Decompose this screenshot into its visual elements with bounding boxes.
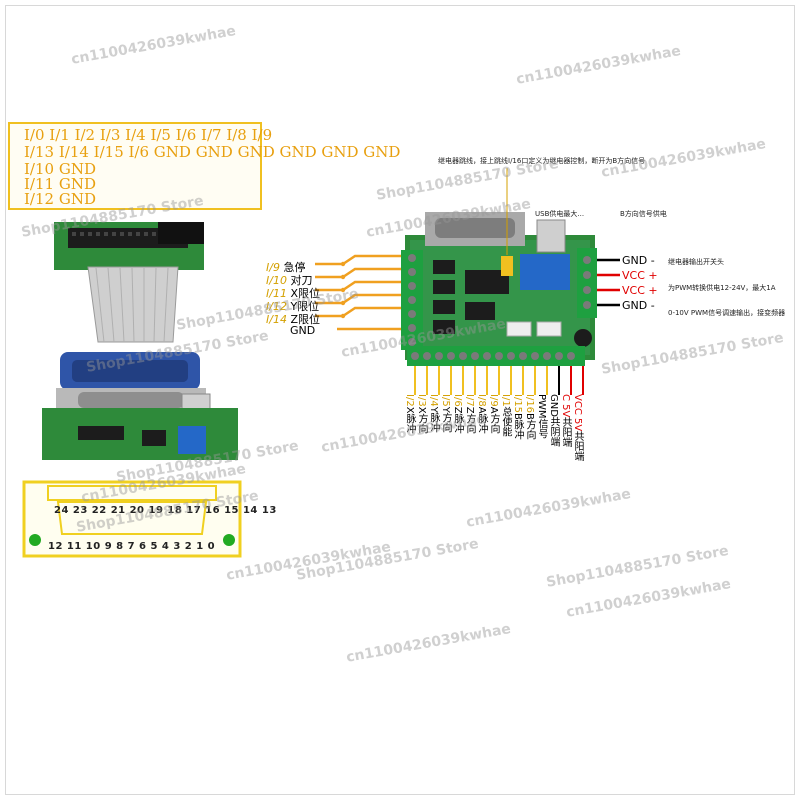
output-wires [414,366,548,395]
relay-jumper [501,256,513,276]
pin-map-line: I/10 GND [24,160,96,178]
mount-hole-right [223,534,235,546]
pin-map-line: I/13 I/14 I/15 I/6 GND GND GND GND GND G… [24,143,401,161]
relay-output-note: 继电器输出开关头 [668,258,724,266]
connector-bottom-numbers: 12 11 10 9 8 7 6 5 4 3 2 1 0 [48,541,216,552]
power-label-gnd: GND - [622,254,655,267]
left-terminal-block [401,250,423,350]
output-label: I/1总使能 [500,394,511,437]
input-label: I/11 X限位 [266,287,320,300]
power-wires [597,258,620,307]
output-label: I/16B方向 [524,394,535,440]
controller-pcb [42,408,238,460]
relay-main [520,254,570,290]
output-label: I/3X方向 [416,394,427,434]
power-label-gnd: GND - [622,299,655,312]
power-label-vcc: VCC + [622,269,658,282]
output-label: PWM信号 [536,394,547,439]
output-label: I/9A方向 [488,394,499,434]
pin-map-line: I/12 GND [24,190,96,208]
image-frame [5,5,795,795]
relay-jumper-note: 继电器跳线，接上跳线I/16口定义为继电器控制，断开为B方向信号 [438,157,646,165]
bottom-terminal-block [407,346,585,366]
input-label: I/14 Z限位 [266,313,320,326]
output-label: I/2X脉冲 [404,394,415,434]
output-label: I/6Z脉冲 [452,394,463,434]
connector-top-numbers: 24 23 22 21 20 19 18 17 16 15 14 13 [54,505,277,516]
mount-hole-left [29,534,41,546]
output-label: I/8A脉冲 [476,394,487,434]
output-label: C 5V共阳端 [560,394,571,448]
input-label: I/9 急停 [266,261,306,274]
pin-map-table: I/0 I/1 I/2 I/3 I/4 I/5 I/6 I/7 I/8 I/9 … [8,122,401,210]
usb-note: USB供电最大... [535,210,585,218]
usb-note-2: B方向信号供电 [620,210,667,218]
capacitor [574,329,592,347]
output-label: GND共阴端 [548,394,559,447]
output-label: I/7Z方向 [464,394,475,434]
output-label: I/15B脉冲 [512,394,523,440]
output-label: I/4Y脉冲 [428,394,439,433]
pwm-output-note: 0-10V PWM信号调速输出，接变频器 [668,309,786,317]
output-label: I/5Y方向 [440,394,451,433]
input-label: I/12 Y限位 [266,300,320,313]
controller-board-diagram [315,168,620,395]
pwm-supply-note: 为PWM转换供电12-24V，最大1A [668,284,776,292]
pin-map-line: I/11 GND [24,175,96,193]
input-label: I/10 对刀 [266,274,313,287]
input-wires [315,254,405,331]
right-terminal-block [577,248,597,318]
usb-port-main [536,219,566,253]
input-label: GND [290,324,316,337]
pin-map-line: I/0 I/1 I/2 I/3 I/4 I/5 I/6 I/7 I/8 I/9 [24,126,273,144]
power-label-vcc: VCC + [622,284,658,297]
db25-pinout-diagram [22,480,242,558]
adapter-board-photo [42,222,238,460]
relay [178,426,206,454]
output-label: VCC 5V共阳端 [572,394,583,462]
